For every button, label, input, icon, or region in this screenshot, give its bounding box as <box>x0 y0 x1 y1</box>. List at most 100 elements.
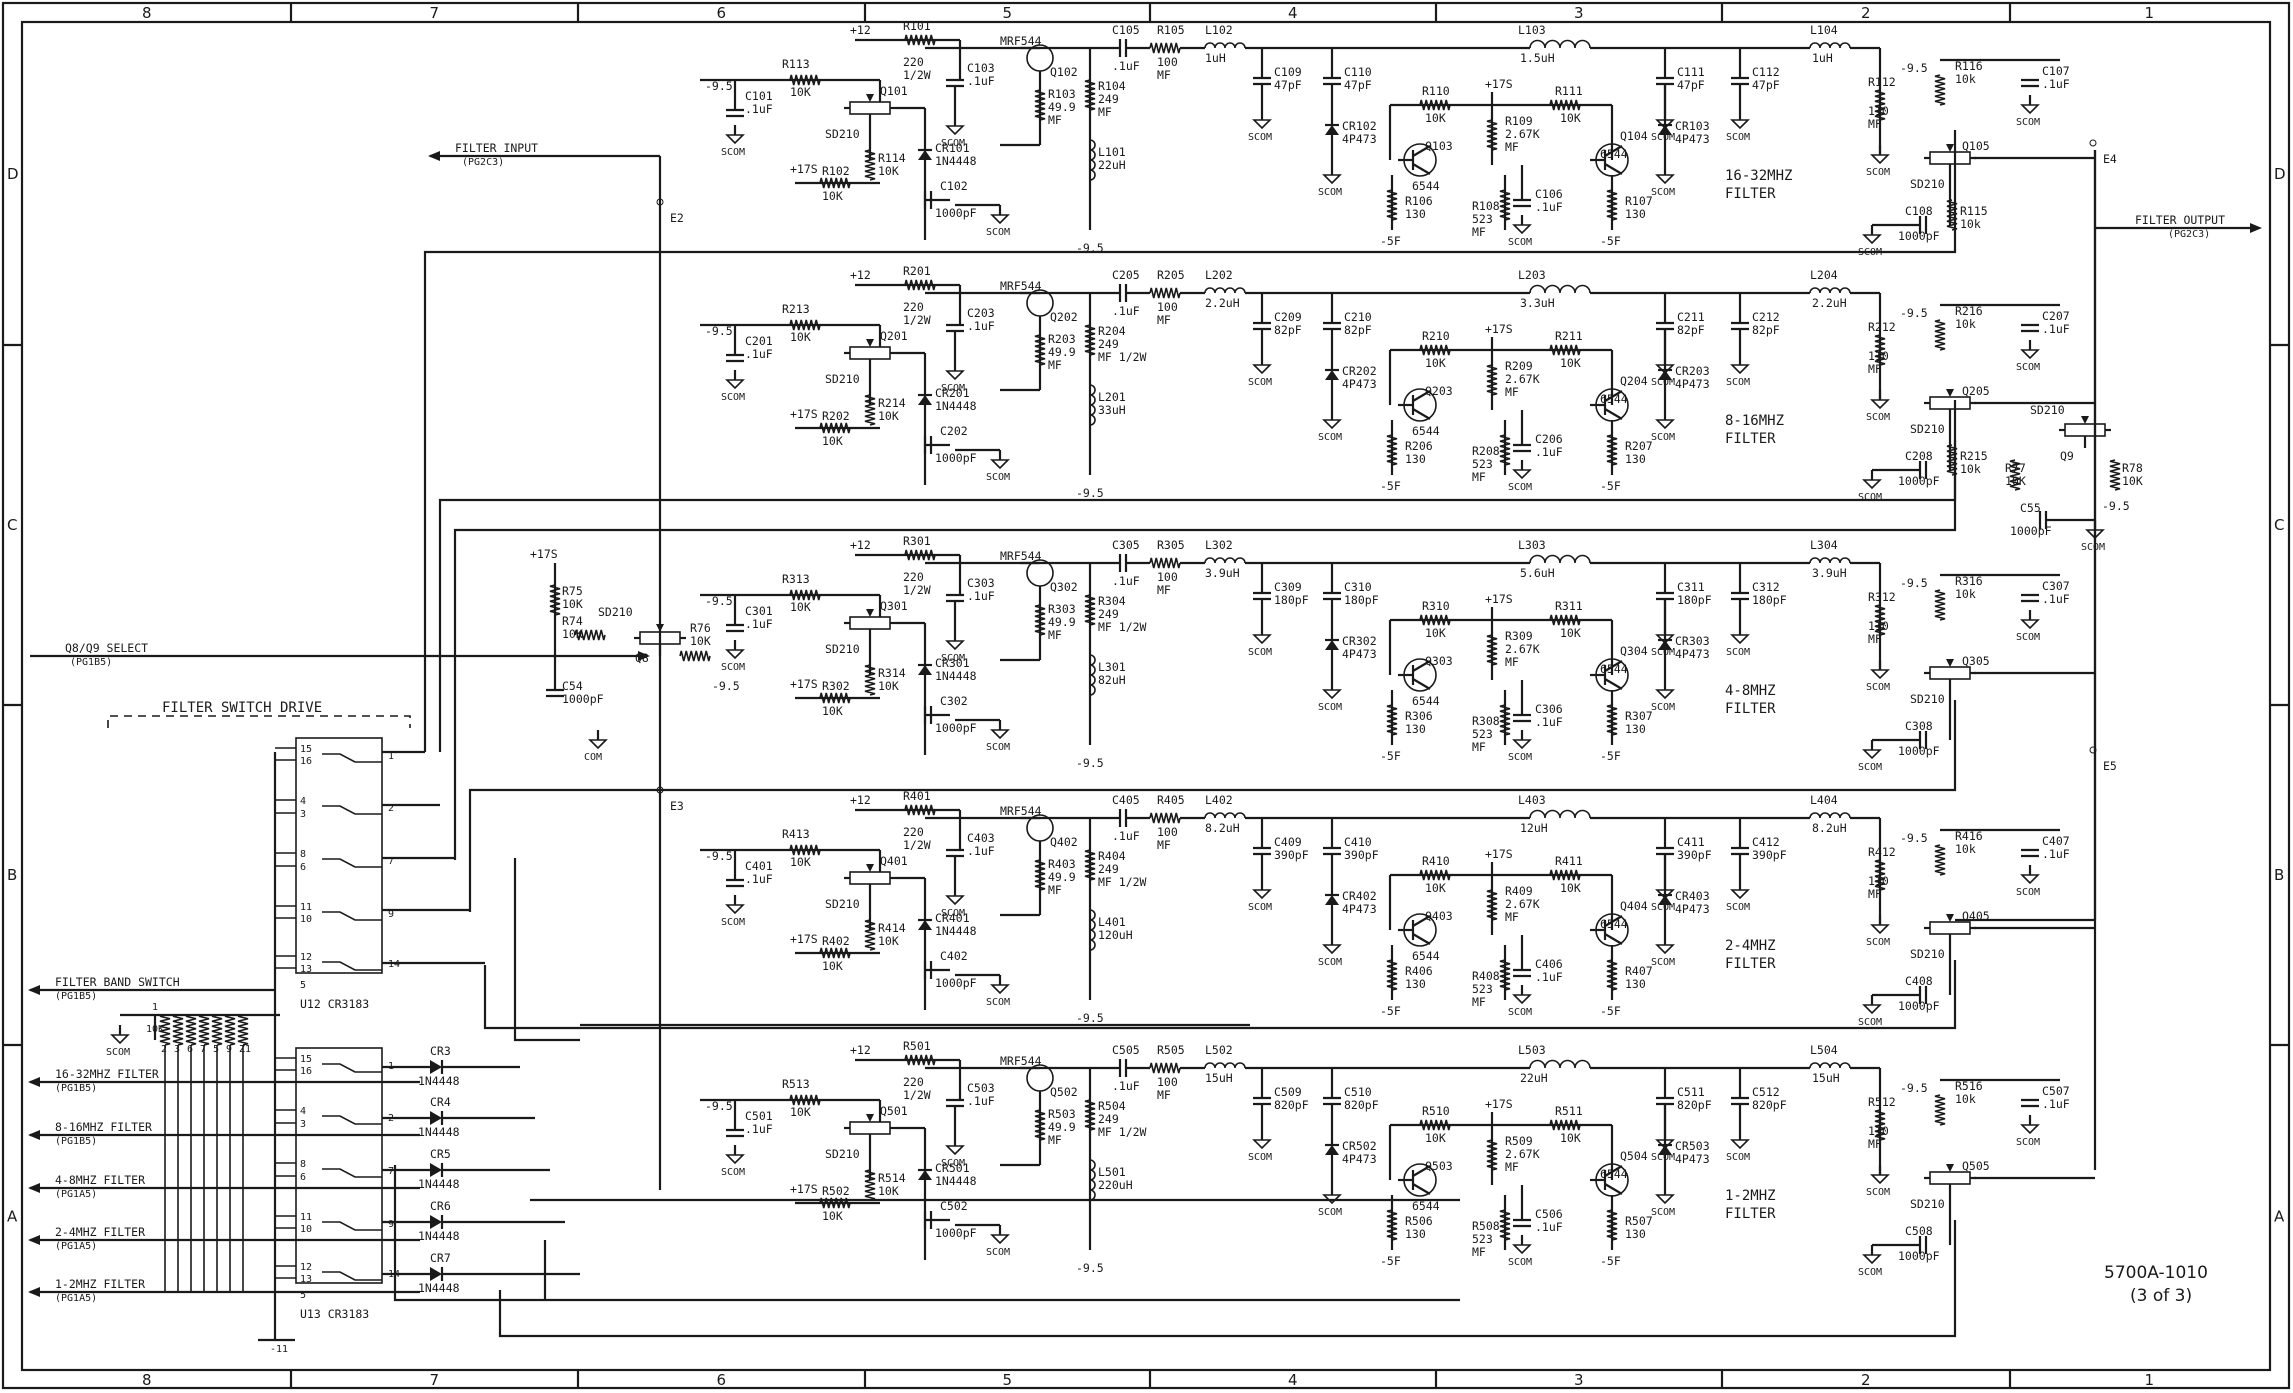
inductor-label: L402 <box>1205 793 1233 807</box>
ground-symbol <box>1322 174 1342 185</box>
resistor-value: 10K <box>790 600 811 614</box>
scom-label: SCOM <box>986 472 1010 483</box>
transistor-type: 6544 <box>1412 694 1440 708</box>
scom-label: SCOM <box>1248 1152 1272 1163</box>
zone-grid <box>3 3 2289 1388</box>
resistor-label: R303 <box>1048 602 1076 616</box>
capacitor-value: 1000pF <box>935 976 977 990</box>
resistor-symbol <box>904 279 936 291</box>
fet-type: SD210 <box>598 605 633 619</box>
resistor-value: MF <box>1868 117 1882 131</box>
resistor-label: R112 <box>1868 75 1896 89</box>
inductor-value: 22uH <box>1520 1071 1548 1085</box>
resistor-label: R416 <box>1955 829 1983 843</box>
supply-175-label: +17S <box>790 932 818 946</box>
ground-symbol <box>1870 924 1890 935</box>
resistor-symbol <box>185 1014 197 1046</box>
q8-select-block: +17SR7510KR7410KSD210Q8R7610K-9.5C541000… <box>530 547 740 763</box>
inductor-label: L503 <box>1518 1043 1546 1057</box>
capacitor-label: C408 <box>1905 974 1933 988</box>
ground-symbol <box>1252 364 1272 375</box>
inductor-symbol <box>1089 654 1096 696</box>
resistor-label: MF <box>1048 1133 1062 1147</box>
fet-arrow <box>1946 389 1954 397</box>
inductor-label: L304 <box>1810 538 1838 552</box>
resistor-value: 10K <box>1425 881 1446 895</box>
capacitor-label: .1uF <box>1535 1220 1563 1234</box>
resistor-symbol <box>789 74 821 86</box>
resistor-label: 523 <box>1472 727 1493 741</box>
resistor-value: MF <box>1157 1088 1171 1102</box>
scom-label: SCOM <box>1726 902 1750 913</box>
output-pin: 2 <box>388 803 394 814</box>
scom-label: SCOM <box>941 1158 965 1169</box>
e-connector-label: E3 <box>670 799 684 813</box>
zone-row-left: C <box>7 516 17 534</box>
inductor-label: L103 <box>1518 23 1546 37</box>
resistor-symbol <box>1419 869 1451 881</box>
capacitor-label: .1uF <box>745 617 773 631</box>
capacitor-value: 1000pF <box>1898 229 1940 243</box>
capacitor-label: 47pF <box>1344 78 1372 92</box>
diode-symbol <box>430 1163 442 1177</box>
capacitor-label: C307 <box>2042 579 2070 593</box>
ground-symbol <box>725 134 745 145</box>
ground-symbol <box>1870 154 1890 165</box>
filter-line-ref: (PG1A5) <box>55 1293 97 1304</box>
filter-line-ref: (PG1B5) <box>55 1136 97 1147</box>
transistor-label: Q503 <box>1425 1159 1453 1173</box>
transistor-type: 6544 <box>1412 179 1440 193</box>
capacitor-label: 180pF <box>1677 593 1712 607</box>
resistor-label: R104 <box>1098 79 1126 93</box>
diode-symbol <box>430 1060 442 1074</box>
resistor-value: 220 <box>903 300 924 314</box>
resistor-symbol <box>1499 704 1511 736</box>
diode-type: 1N4448 <box>418 1074 460 1088</box>
resistor-label: R405 <box>1157 793 1185 807</box>
resistor-label: R74 <box>562 614 583 628</box>
supply-12-label: +12 <box>850 268 871 282</box>
capacitor-label: .1uF <box>745 1122 773 1136</box>
capacitor-label: C509 <box>1274 1085 1302 1099</box>
resistor-symbol <box>1934 589 1946 621</box>
diode-label: CR501 <box>935 1161 970 1175</box>
resistor-symbol <box>1149 287 1181 299</box>
capacitor-value: 1000pF <box>935 1226 977 1240</box>
inductor-value: 2.2uH <box>1812 296 1847 310</box>
resistor-value: 10K <box>822 1209 843 1223</box>
connector-point <box>656 786 664 794</box>
resistor-label: R507 <box>1625 1214 1653 1228</box>
scom-label: SCOM <box>721 917 745 928</box>
resistor-label: R209 <box>1505 359 1533 373</box>
resistor-value: 10K <box>1560 881 1581 895</box>
pin-number: 12 <box>300 1262 312 1273</box>
resistor-label: R113 <box>782 57 810 71</box>
scom-label: SCOM <box>1508 237 1532 248</box>
zone-col-bottom: 3 <box>1574 1371 1584 1389</box>
resistor-label: R314 <box>878 666 906 680</box>
resistor-label: MF <box>1472 740 1486 754</box>
resistor-label: 130 <box>1625 977 1646 991</box>
resistor-label: R406 <box>1405 964 1433 978</box>
diode-label: CR3 <box>430 1044 451 1058</box>
resistor-value: MF <box>1157 838 1171 852</box>
capacitor-label: C305 <box>1112 538 1140 552</box>
filter-word: FILTER <box>1725 1206 1776 1222</box>
scom-label: SCOM <box>2016 1137 2040 1148</box>
zener-label: CR402 <box>1342 889 1377 903</box>
fet-q01 <box>849 616 891 630</box>
scom-label: SCOM <box>1858 247 1882 258</box>
supply-sf-label: -5F <box>1380 1004 1401 1018</box>
scom-label: SCOM <box>2016 117 2040 128</box>
filter-band-name: 2-4MHZ <box>1725 938 1776 954</box>
inductor-value: 1.5uH <box>1520 51 1555 65</box>
sheet-count: (3 of 3) <box>2130 1286 2192 1306</box>
ground-symbol <box>2020 349 2040 360</box>
diode-symbol <box>1658 1145 1672 1155</box>
inductor-label: L504 <box>1810 1043 1838 1057</box>
capacitor-label: C402 <box>940 949 968 963</box>
capacitor-label: .1uF <box>2042 847 2070 861</box>
